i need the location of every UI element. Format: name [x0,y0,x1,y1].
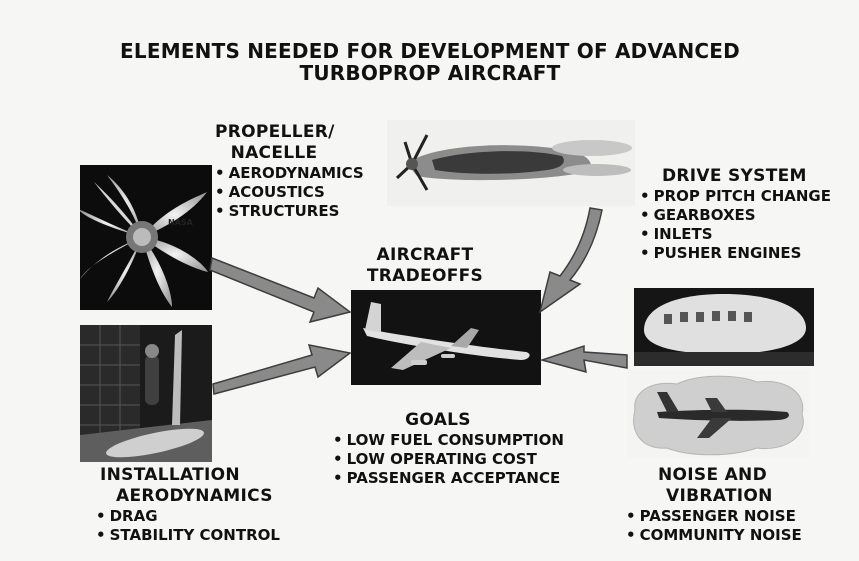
noise-heading-line-2: VIBRATION [666,486,773,506]
propeller-heading-line-2: NACELLE [230,143,318,163]
goals-list: LOW FUEL CONSUMPTION LOW OPERATING COST … [333,431,573,488]
noise-heading: NOISE AND VIBRATION [626,465,826,507]
tradeoffs-heading: AIRCRAFT TRADEOFFS [360,245,490,287]
goals-section: GOALS LOW FUEL CONSUMPTION LOW OPERATING… [333,410,573,488]
noise-heading-line-1: NOISE AND [658,465,767,485]
list-item: DRAG [96,507,296,526]
list-item: PASSENGER ACCEPTANCE [333,469,573,488]
propeller-photo: NASA [80,165,212,310]
list-item: LOW FUEL CONSUMPTION [333,431,573,450]
aircraft-photo [351,290,541,385]
list-item: COMMUNITY NOISE [626,526,826,545]
tradeoffs-heading-line-1: AIRCRAFT [376,245,474,265]
list-item: STRUCTURES [215,202,365,221]
list-item: INLETS [640,225,835,244]
installation-section: INSTALLATION AERODYNAMICS DRAG STABILITY… [96,465,296,545]
engine-nacelle-photo [387,120,635,206]
installation-heading-line-2: AERODYNAMICS [116,486,273,506]
drive-list: PROP PITCH CHANGE GEARBOXES INLETS PUSHE… [640,187,835,263]
installation-heading: INSTALLATION AERODYNAMICS [96,465,296,507]
nasa-marking: NASA [168,218,194,227]
installation-list: DRAG STABILITY CONTROL [96,507,296,545]
arrow-installation-to-aircraft [212,344,352,395]
slide-title: ELEMENTS NEEDED FOR DEVELOPMENT OF ADVAN… [120,40,740,84]
title-line-2: TURBOPROP AIRCRAFT [299,61,561,85]
title-line-1: ELEMENTS NEEDED FOR DEVELOPMENT OF ADVAN… [120,39,740,63]
propeller-heading: PROPELLER/ NACELLE [215,122,335,164]
propeller-nacelle-section: PROPELLER/ NACELLE AERODYNAMICS ACOUSTIC… [215,122,365,221]
arrow-propeller-to-aircraft [209,256,352,324]
cabin-noise-photo [634,288,814,366]
noise-section: NOISE AND VIBRATION PASSENGER NOISE COMM… [626,465,826,545]
list-item: ACOUSTICS [215,183,365,202]
noise-list: PASSENGER NOISE COMMUNITY NOISE [626,507,826,545]
community-noise-photo [627,370,810,458]
list-item: PASSENGER NOISE [626,507,826,526]
installation-heading-line-1: INSTALLATION [100,465,240,485]
list-item: AERODYNAMICS [215,164,365,183]
propeller-list: AERODYNAMICS ACOUSTICS STRUCTURES [215,164,365,221]
installation-photo [80,325,212,462]
drive-heading: DRIVE SYSTEM [662,166,807,186]
goals-heading: GOALS [405,410,471,430]
list-item: GEARBOXES [640,206,835,225]
tradeoffs-heading-line-2: TRADEOFFS [366,266,484,286]
list-item: STABILITY CONTROL [96,526,296,545]
drive-system-section: DRIVE SYSTEM PROP PITCH CHANGE GEARBOXES… [640,166,835,263]
list-item: PUSHER ENGINES [640,244,835,263]
list-item: LOW OPERATING COST [333,450,573,469]
arrow-noise-to-aircraft [539,344,628,374]
propeller-heading-line-1: PROPELLER/ [215,122,335,142]
list-item: PROP PITCH CHANGE [640,187,835,206]
arrow-drive-to-aircraft [538,207,603,314]
